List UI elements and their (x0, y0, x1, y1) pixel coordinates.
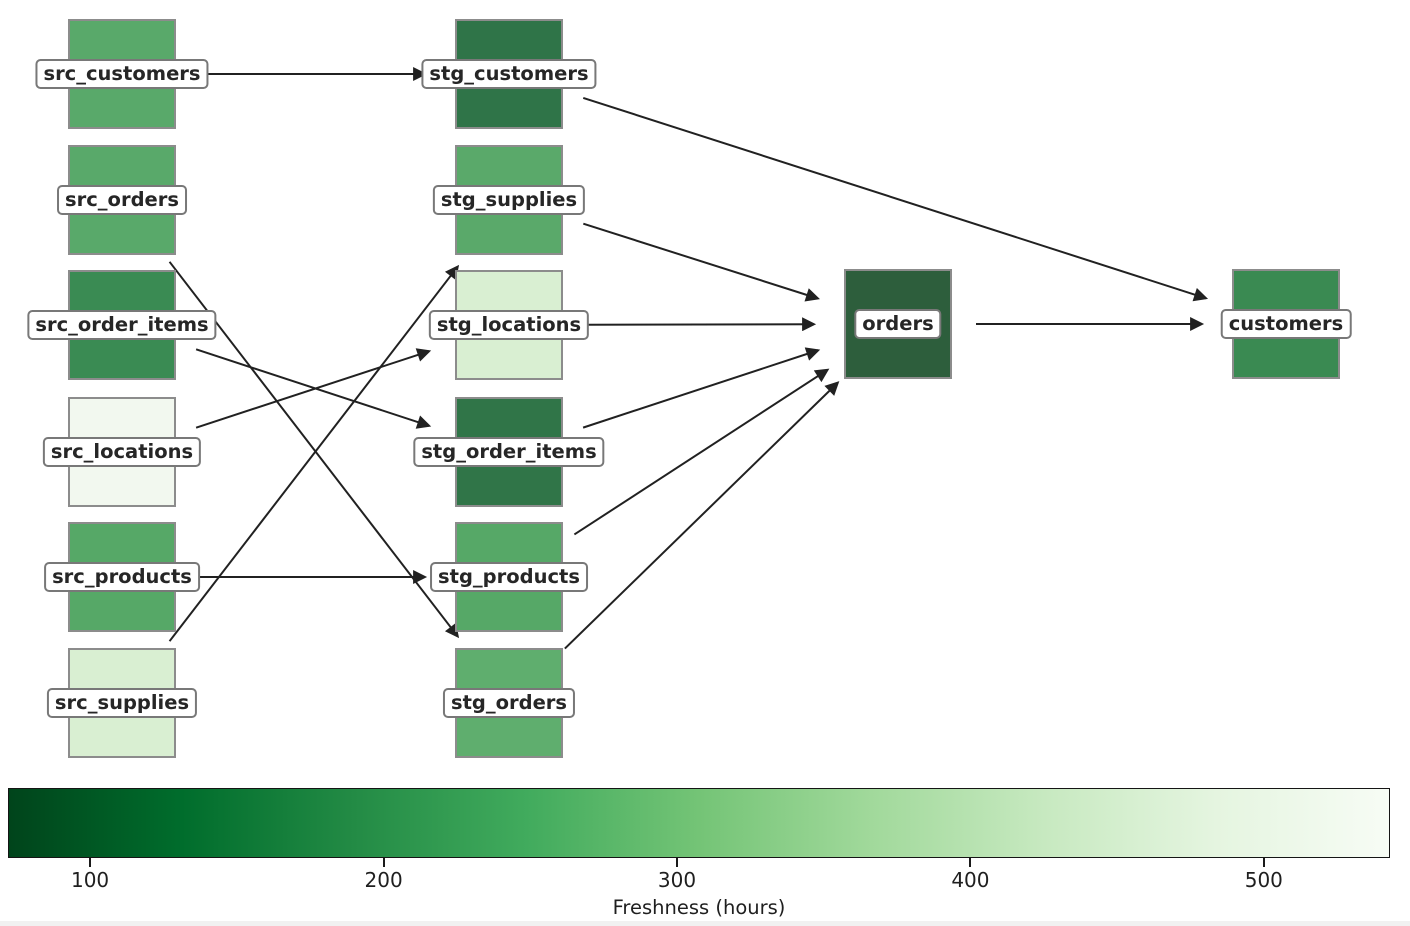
edge-src_locations-to-stg_locations (195, 348, 432, 429)
colorbar-tick (676, 858, 679, 867)
node-label-src_order_items: src_order_items (27, 310, 217, 340)
freshness-colorbar: 100 200 300 400 500 Freshness (hours) (8, 788, 1390, 923)
node-label-src_customers: src_customers (35, 59, 209, 89)
node-label-src_orders: src_orders (57, 185, 187, 215)
colorbar-tick-label: 200 (364, 868, 403, 892)
node-label-stg_customers: stg_customers (421, 59, 597, 89)
node-label-src_locations: src_locations (42, 437, 202, 467)
colorbar-tick (1262, 858, 1265, 867)
edge-stg_locations-to-orders (586, 317, 817, 332)
colorbar-tick-label: 100 (70, 868, 110, 892)
node-label-customers: customers (1220, 309, 1352, 339)
colorbar-tick (969, 858, 972, 867)
bottom-edge-strip (0, 921, 1410, 926)
node-label-stg_locations: stg_locations (428, 310, 590, 340)
colorbar-tick-label: 500 (1244, 868, 1283, 892)
node-label-stg_order_items: stg_order_items (413, 437, 605, 467)
colorbar-tick (89, 858, 92, 867)
edge-stg_order_items-to-orders (582, 347, 821, 429)
node-label-src_supplies: src_supplies (46, 688, 198, 718)
colorbar-tick (382, 858, 385, 867)
colorbar-tick-label: 300 (657, 868, 697, 892)
colorbar-tick-label: 400 (951, 868, 990, 892)
node-label-stg_supplies: stg_supplies (432, 185, 586, 215)
edge-stg_products-to-orders (573, 368, 830, 536)
colorbar-axis-label: Freshness (hours) (612, 896, 786, 919)
node-label-src_products: src_products (44, 562, 200, 592)
edge-stg_orders-to-orders (564, 381, 840, 650)
node-label-orders: orders (854, 309, 942, 339)
colorbar-gradient (8, 788, 1390, 858)
edge-src_order_items-to-stg_order_items (195, 348, 432, 429)
node-label-stg_orders: stg_orders (442, 688, 576, 718)
edge-stg_supplies-to-orders (583, 222, 820, 302)
node-label-stg_products: stg_products (430, 562, 588, 592)
